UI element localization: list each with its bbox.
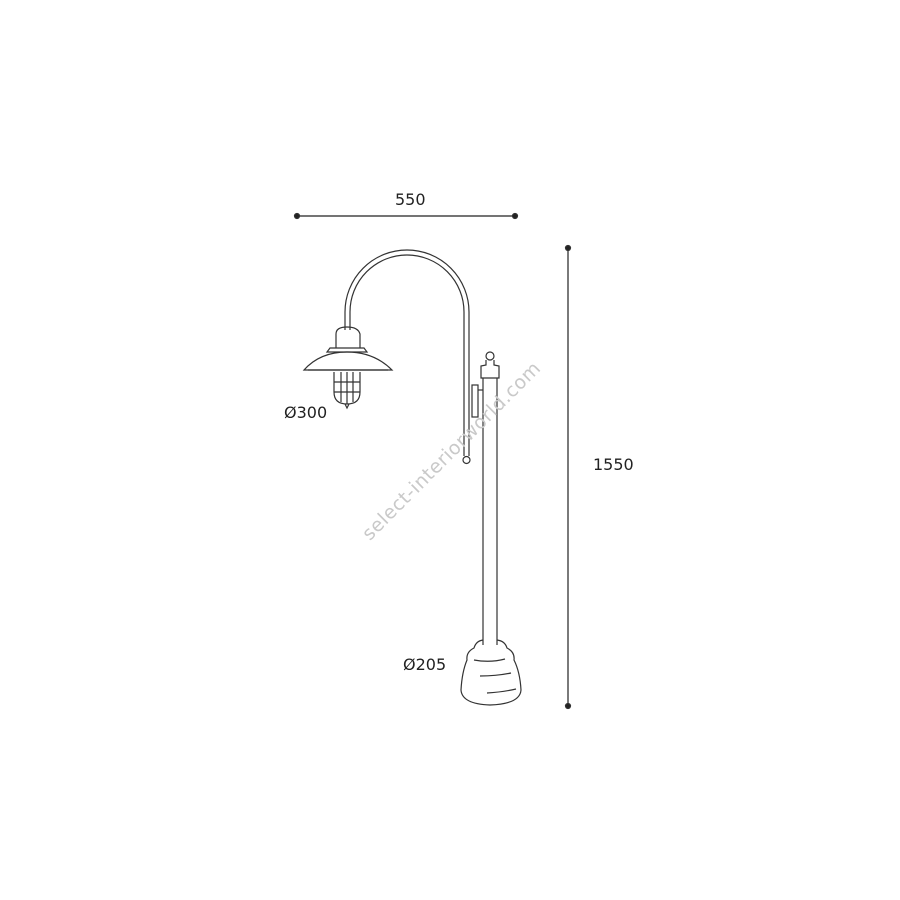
height-dimension-line <box>564 244 572 710</box>
base-diameter-label: Ø205 <box>403 655 447 674</box>
shade-diameter-label: Ø300 <box>284 403 328 422</box>
pole-base <box>460 639 522 706</box>
lamp-shade <box>302 326 394 371</box>
height-label: 1550 <box>593 455 634 474</box>
pole <box>471 351 500 645</box>
lamp-arm <box>344 249 471 465</box>
lamp-cage <box>333 372 361 410</box>
width-label: 550 <box>395 190 426 209</box>
width-dimension-line <box>293 212 519 220</box>
